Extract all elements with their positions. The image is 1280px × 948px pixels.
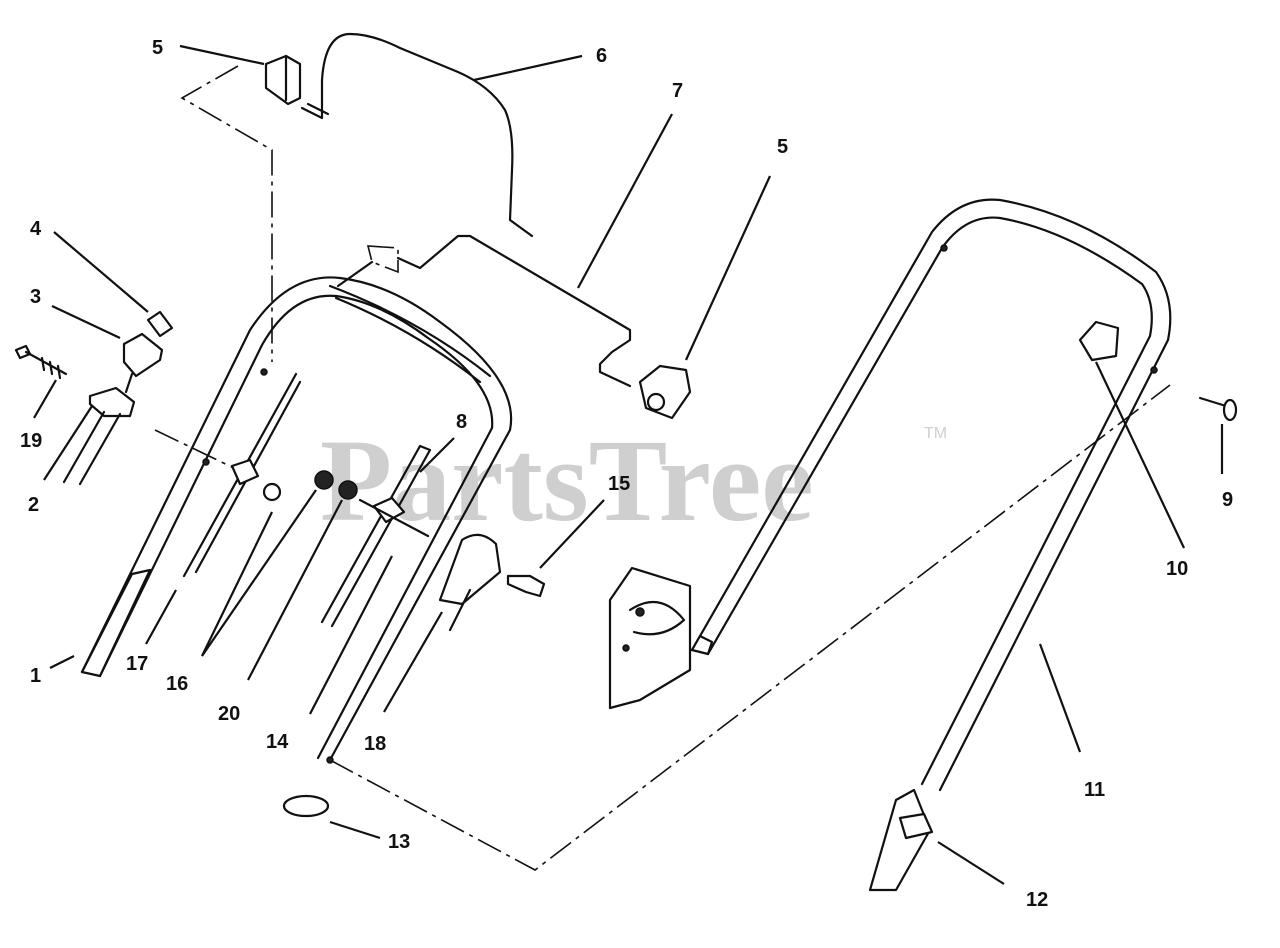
callout-5-lower: 5 — [777, 136, 788, 158]
callout-11: 11 — [1084, 779, 1105, 801]
part-5-bracket-lower — [638, 364, 692, 420]
callout-3: 3 — [30, 286, 41, 308]
watermark-text: PartsTree — [320, 415, 814, 546]
part-15-bolt — [506, 574, 546, 598]
part-20-washer — [338, 480, 358, 500]
deck-bracket-plate — [608, 566, 692, 710]
part-9-carriage-bolt — [1198, 396, 1238, 422]
part-5-bracket-upper — [264, 54, 302, 106]
callout-16: 16 — [166, 673, 188, 695]
part-3-knob — [122, 332, 164, 394]
part-13-handle-cap — [282, 794, 330, 818]
callout-6: 6 — [596, 45, 607, 67]
callout-labels: 5 6 7 5 4 3 19 2 8 15 1 17 16 20 14 18 1… — [20, 37, 1233, 911]
callout-10: 10 — [1166, 558, 1188, 580]
part-19-bolt — [14, 344, 68, 380]
part-10-knob — [1078, 320, 1120, 362]
callout-4: 4 — [30, 218, 42, 240]
part-16-nut — [230, 458, 334, 502]
callout-7: 7 — [672, 80, 683, 102]
part-1-lower-handle — [80, 276, 513, 764]
callout-15: 15 — [608, 473, 630, 495]
callout-2: 2 — [28, 494, 39, 516]
callout-20: 20 — [218, 703, 240, 725]
part-8-rod — [320, 444, 432, 628]
callout-17: 17 — [126, 653, 148, 675]
part-7-control-wire — [396, 234, 632, 388]
callout-12: 12 — [1026, 889, 1048, 911]
part-11-upper-handle — [690, 198, 1172, 792]
callout-8: 8 — [456, 411, 467, 433]
callout-leaders — [33, 44, 1224, 885]
callout-9: 9 — [1222, 489, 1233, 511]
callout-14: 14 — [266, 731, 289, 753]
part-14-bushing — [372, 496, 406, 524]
part-12-bracket — [868, 788, 934, 892]
part-4-clip — [146, 310, 174, 338]
part-6-control-bail — [300, 32, 534, 238]
callout-13: 13 — [388, 831, 410, 853]
part-2-spacer — [62, 386, 136, 486]
watermark-trademark: TM — [924, 425, 947, 442]
callout-1: 1 — [30, 665, 41, 687]
callout-19: 19 — [20, 430, 42, 452]
callout-18: 18 — [364, 733, 386, 755]
part-18-cable-guide — [438, 533, 502, 632]
assembly-guide-lines — [154, 65, 1171, 871]
callout-5-upper: 5 — [152, 37, 163, 59]
